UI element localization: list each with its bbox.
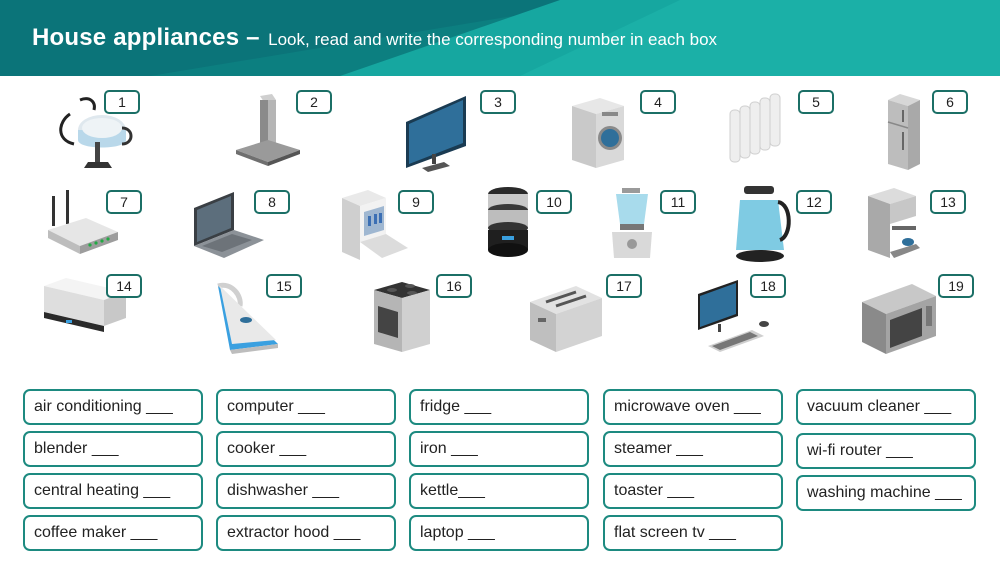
fridge-icon	[887, 94, 920, 170]
word-fridge[interactable]: fridge ___	[409, 389, 589, 425]
appliance-9: 9	[338, 186, 448, 266]
cooker-icon	[374, 282, 430, 352]
number-box: 14	[106, 274, 142, 298]
extractor-hood-icon	[236, 94, 300, 166]
number-box: 12	[796, 190, 832, 214]
appliance-12: 12	[734, 186, 844, 266]
coffee-maker-icon	[868, 188, 920, 258]
word-air-conditioning[interactable]: air conditioning ___	[23, 389, 203, 425]
word-central-heating[interactable]: central heating ___	[23, 473, 203, 509]
iron-icon	[217, 282, 278, 354]
word-cooker[interactable]: cooker ___	[216, 431, 396, 467]
word-washing-machine[interactable]: washing machine ___	[796, 475, 976, 511]
page-title: House appliances – Look, read and write …	[32, 24, 717, 52]
number-box: 13	[930, 190, 966, 214]
appliance-2: 2	[232, 90, 342, 172]
blender-icon	[612, 188, 652, 258]
word-iron[interactable]: iron ___	[409, 431, 589, 467]
laptop-icon	[194, 192, 264, 258]
central-heating-icon	[729, 93, 781, 163]
word-wifi-router[interactable]: wi-fi router ___	[796, 433, 976, 469]
dishwasher-icon	[342, 190, 408, 260]
number-box: 3	[480, 90, 516, 114]
header-background	[0, 0, 1000, 76]
appliance-1: 1	[50, 90, 160, 172]
number-box: 7	[106, 190, 142, 214]
appliance-5: 5	[728, 90, 838, 172]
appliance-15: 15	[212, 272, 332, 362]
appliance-11: 11	[608, 186, 708, 266]
appliance-4: 4	[570, 90, 680, 172]
appliance-3: 3	[404, 90, 516, 172]
appliance-18: 18	[694, 272, 804, 362]
word-toaster[interactable]: toaster ___	[603, 473, 783, 509]
number-box: 6	[932, 90, 968, 114]
appliance-7: 7	[46, 190, 156, 270]
appliance-16: 16	[372, 272, 492, 362]
word-dishwasher[interactable]: dishwasher ___	[216, 473, 396, 509]
number-box: 11	[660, 190, 696, 214]
title-main: House appliances –	[32, 24, 260, 51]
computer-icon	[698, 280, 769, 352]
appliance-8: 8	[190, 190, 310, 270]
number-box: 2	[296, 90, 332, 114]
number-box: 10	[536, 190, 572, 214]
appliance-13: 13	[864, 186, 984, 266]
number-box: 16	[436, 274, 472, 298]
number-box: 19	[938, 274, 974, 298]
appliance-6: 6	[886, 90, 986, 172]
word-kettle[interactable]: kettle___	[409, 473, 589, 509]
air-conditioning-icon	[44, 278, 126, 332]
wifi-router-icon	[48, 190, 118, 254]
number-box: 18	[750, 274, 786, 298]
word-microwave-oven[interactable]: microwave oven ___	[603, 389, 783, 425]
steamer-icon	[488, 187, 528, 257]
washing-machine-icon	[572, 98, 624, 168]
word-extractor-hood[interactable]: extractor hood ___	[216, 515, 396, 551]
number-box: 15	[266, 274, 302, 298]
microwave-oven-icon	[862, 284, 936, 354]
header-banner: House appliances – Look, read and write …	[0, 0, 1000, 76]
appliance-17: 17	[526, 274, 646, 366]
number-box: 17	[606, 274, 642, 298]
vacuum-cleaner-icon	[59, 97, 133, 168]
appliance-14: 14	[42, 272, 172, 362]
appliance-19: 19	[860, 272, 986, 362]
number-box: 9	[398, 190, 434, 214]
word-vacuum-cleaner[interactable]: vacuum cleaner ___	[796, 389, 976, 425]
number-box: 4	[640, 90, 676, 114]
word-flat-screen-tv[interactable]: flat screen tv ___	[603, 515, 783, 551]
appliance-10: 10	[484, 186, 594, 266]
number-box: 1	[104, 90, 140, 114]
word-laptop[interactable]: laptop ___	[409, 515, 589, 551]
number-box: 5	[798, 90, 834, 114]
word-coffee-maker[interactable]: coffee maker ___	[23, 515, 203, 551]
flat-screen-tv-icon	[406, 96, 466, 172]
number-box: 8	[254, 190, 290, 214]
word-computer[interactable]: computer ___	[216, 389, 396, 425]
word-blender[interactable]: blender ___	[23, 431, 203, 467]
title-instructions: Look, read and write the corresponding n…	[268, 30, 718, 49]
kettle-icon	[736, 186, 791, 262]
toaster-icon	[530, 286, 602, 352]
word-steamer[interactable]: steamer ___	[603, 431, 783, 467]
